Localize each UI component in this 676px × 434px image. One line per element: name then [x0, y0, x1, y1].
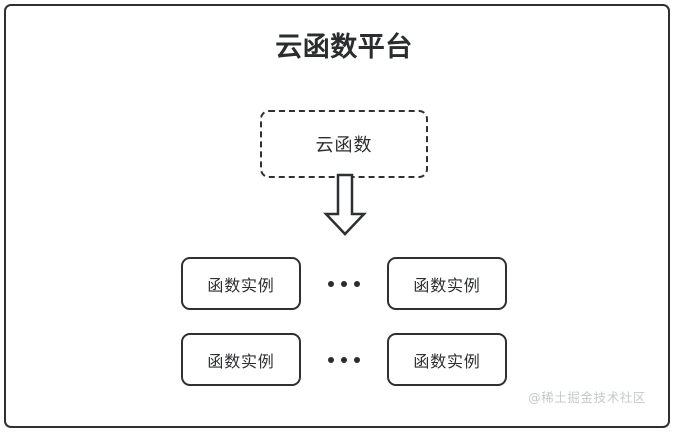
- function-instance-box: 函数实例: [387, 333, 507, 386]
- page-title: 云函数平台: [275, 32, 413, 63]
- ellipsis-dot: [328, 356, 334, 363]
- ellipsis-dot: [354, 280, 360, 287]
- function-instance-box: 函数实例: [181, 257, 301, 310]
- function-instance-label: 函数实例: [207, 351, 275, 371]
- ellipsis-dot: [328, 280, 334, 287]
- function-instance-label: 函数实例: [413, 351, 481, 371]
- ellipsis-separator-icon: [328, 333, 360, 386]
- ellipsis-dot: [341, 280, 347, 287]
- ellipsis-dot: [354, 356, 360, 363]
- cloud-function-label: 云函数: [315, 135, 373, 156]
- watermark: @稀土掘金技术社区: [528, 390, 646, 405]
- cloud-function-platform-container: 云函数平台 云函数 函数实例 函数实例: [4, 4, 670, 428]
- ellipsis-dot: [341, 356, 347, 363]
- function-instance-box: 函数实例: [181, 333, 301, 386]
- function-instance-row-2: 函数实例 函数实例: [181, 333, 507, 386]
- down-block-arrow-icon: [323, 173, 367, 236]
- function-instance-row-1: 函数实例 函数实例: [181, 257, 507, 310]
- function-instance-label: 函数实例: [413, 275, 481, 295]
- function-instance-label: 函数实例: [207, 275, 275, 295]
- function-instance-box: 函数实例: [387, 257, 507, 310]
- ellipsis-separator-icon: [328, 257, 360, 310]
- cloud-function-node: 云函数: [260, 110, 428, 178]
